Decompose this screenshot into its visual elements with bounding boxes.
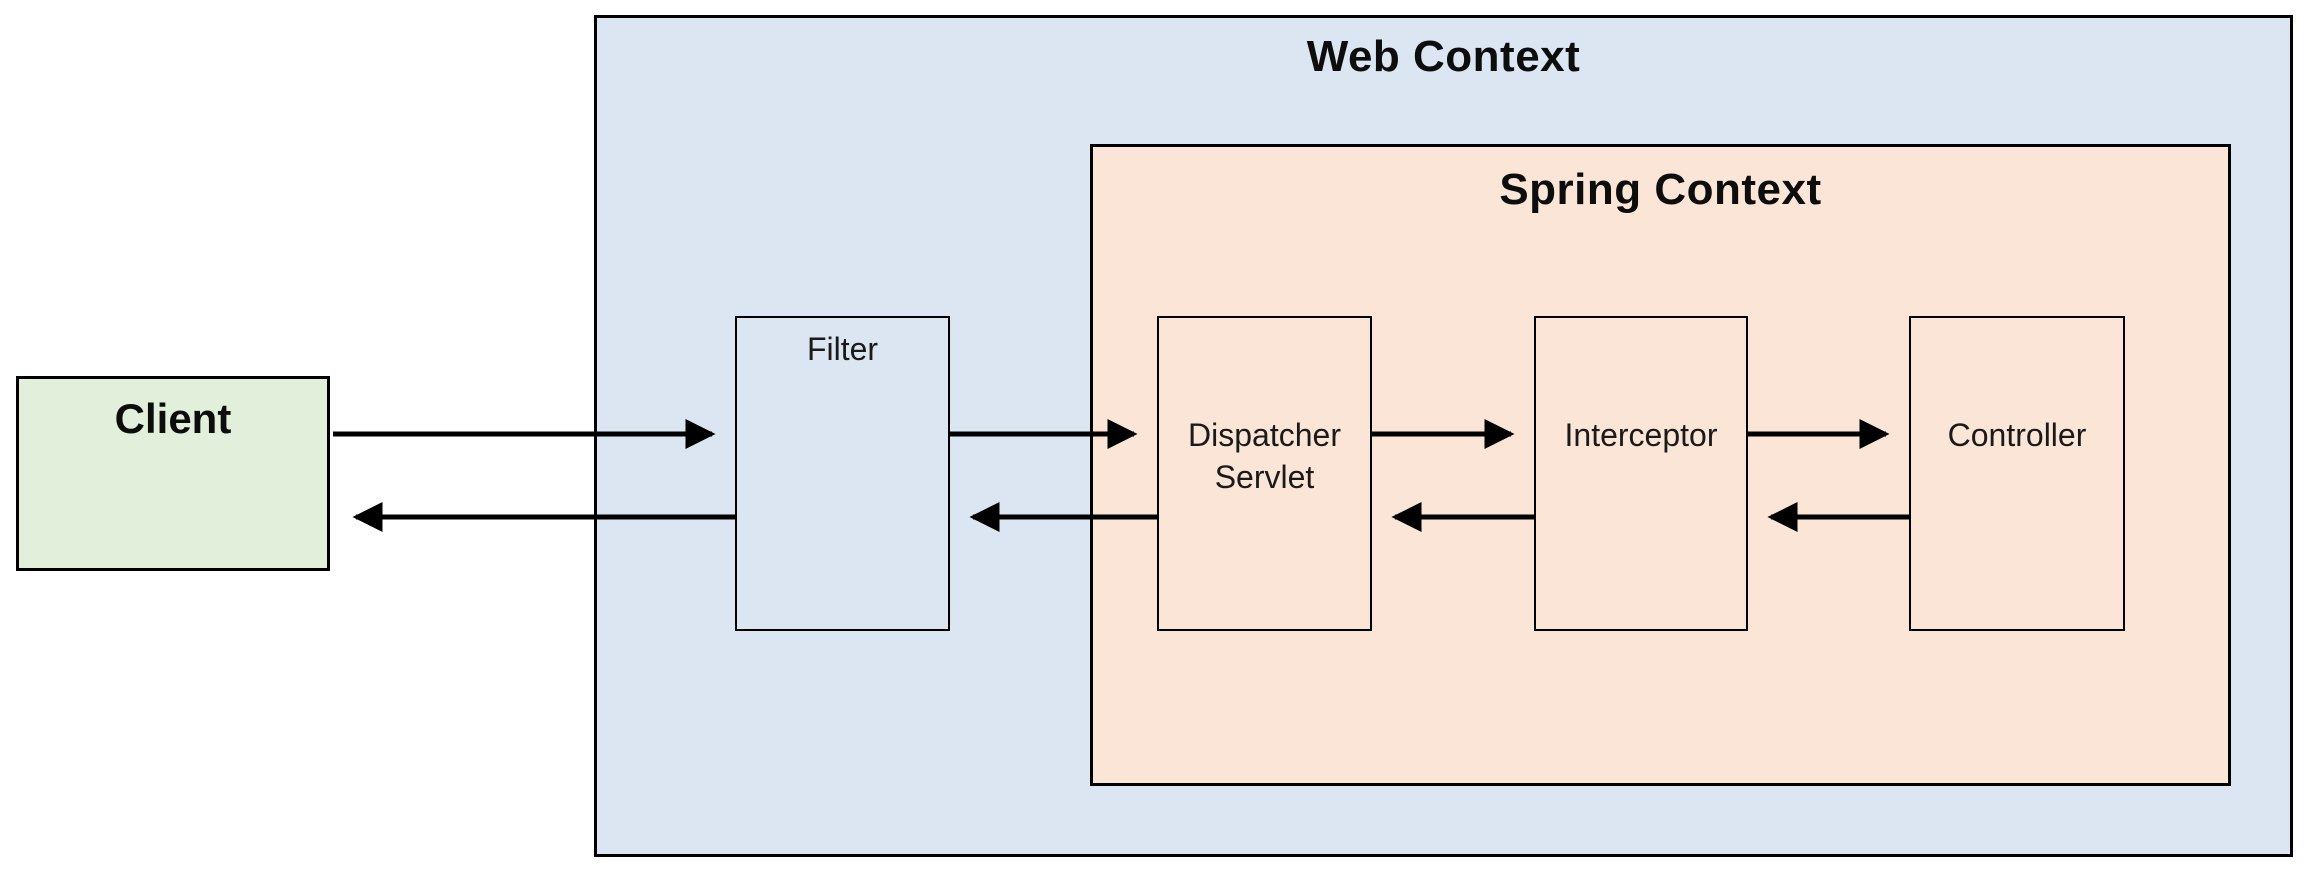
spring-context-title: Spring Context bbox=[1499, 165, 1822, 214]
node-client-label: Client bbox=[114, 395, 232, 442]
node-client: Client bbox=[16, 376, 330, 571]
node-controller-label: Controller bbox=[1947, 417, 2087, 453]
node-filter: Filter bbox=[735, 316, 950, 631]
web-context-title: Web Context bbox=[1306, 32, 1581, 81]
node-dispatcher-servlet: Dispatcher Servlet bbox=[1157, 316, 1372, 631]
node-filter-label: Filter bbox=[806, 331, 879, 367]
node-controller: Controller bbox=[1909, 316, 2125, 631]
node-interceptor: Interceptor bbox=[1534, 316, 1748, 631]
node-dispatcher-servlet-label: Dispatcher Servlet bbox=[1188, 417, 1341, 495]
node-interceptor-label: Interceptor bbox=[1564, 417, 1718, 453]
